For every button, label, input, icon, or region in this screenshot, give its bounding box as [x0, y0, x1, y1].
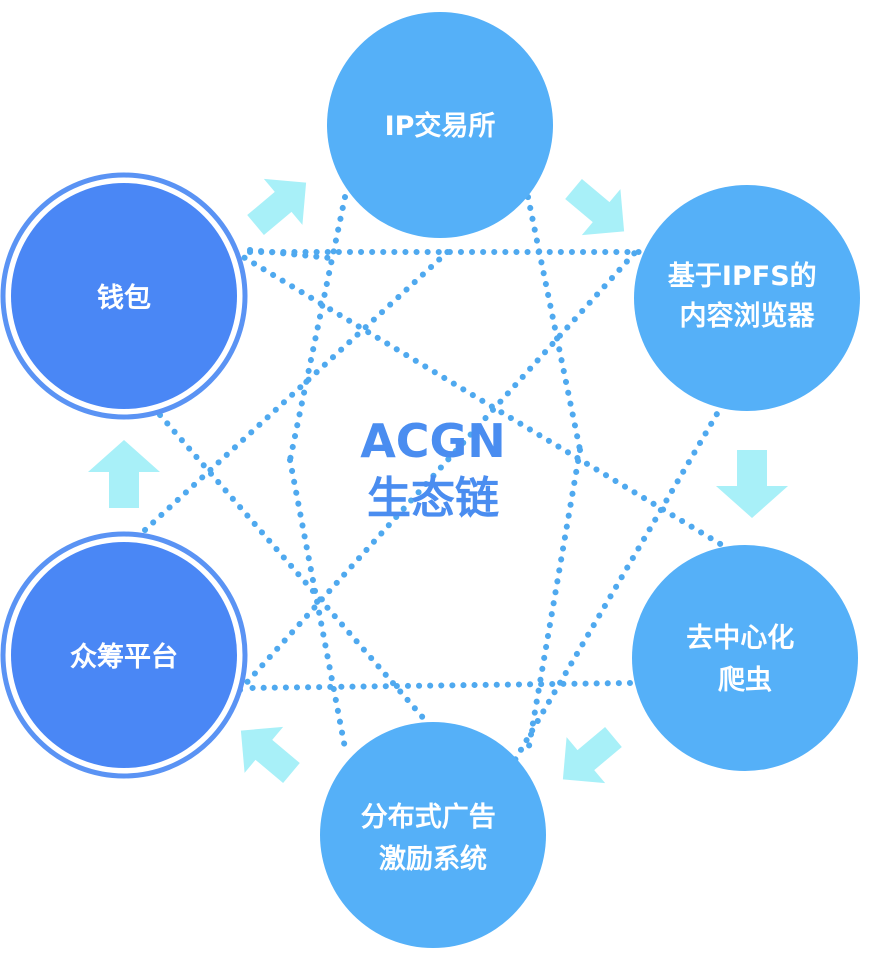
node-circle — [634, 185, 860, 411]
node-ip-exchange: IP交易所 — [327, 12, 553, 238]
node-circle — [11, 542, 237, 768]
node-label: 分布式广告 激励系统 — [361, 802, 505, 875]
node-label: IP交易所 — [385, 110, 496, 142]
center-title-line1: ACGN — [360, 414, 506, 468]
node-circle — [11, 183, 237, 409]
node-circle — [632, 545, 858, 771]
node-crowdfunding: 众筹平台 — [0, 531, 248, 779]
arrow-ipfs-browser-to-crawler — [716, 450, 788, 518]
dotted-connection-line — [525, 194, 583, 453]
dotted-connection-line — [245, 680, 633, 691]
arrow-crowdfunding-to-wallet — [88, 440, 160, 508]
arrow-wallet-to-ip-exchange — [247, 178, 307, 235]
node-crawler: 去中心化 爬虫 — [632, 545, 858, 771]
arrow-crawler-to-ad-system — [562, 727, 622, 784]
cycle-arrows — [88, 178, 788, 784]
dotted-connection-line — [525, 447, 583, 755]
node-label: 基于IPFS的 内容浏览器 — [668, 260, 826, 332]
arrow-ip-exchange-to-ipfs-browser — [565, 179, 625, 236]
dotted-connection-line — [142, 242, 458, 533]
dotted-connection-line — [512, 392, 731, 763]
center-title: ACGN 生态链 — [360, 414, 506, 524]
arrow-ad-system-to-crowdfunding — [240, 726, 300, 783]
node-circle — [320, 722, 546, 948]
node-label: 钱包 — [97, 282, 151, 314]
node-label: 去中心化 爬虫 — [686, 623, 803, 696]
center-title-line2: 生态链 — [367, 473, 499, 524]
node-label: 众筹平台 — [70, 641, 178, 673]
node-ipfs-browser: 基于IPFS的 内容浏览器 — [634, 185, 860, 411]
dotted-connection-network — [142, 194, 731, 763]
dotted-connection-line — [287, 457, 348, 751]
node-wallet: 钱包 — [0, 172, 248, 420]
node-circle — [327, 12, 553, 238]
dotted-connection-line — [157, 412, 428, 723]
dotted-connection-line — [237, 244, 643, 693]
node-ad-system: 分布式广告 激励系统 — [320, 722, 546, 948]
dotted-connection-line — [287, 194, 348, 463]
